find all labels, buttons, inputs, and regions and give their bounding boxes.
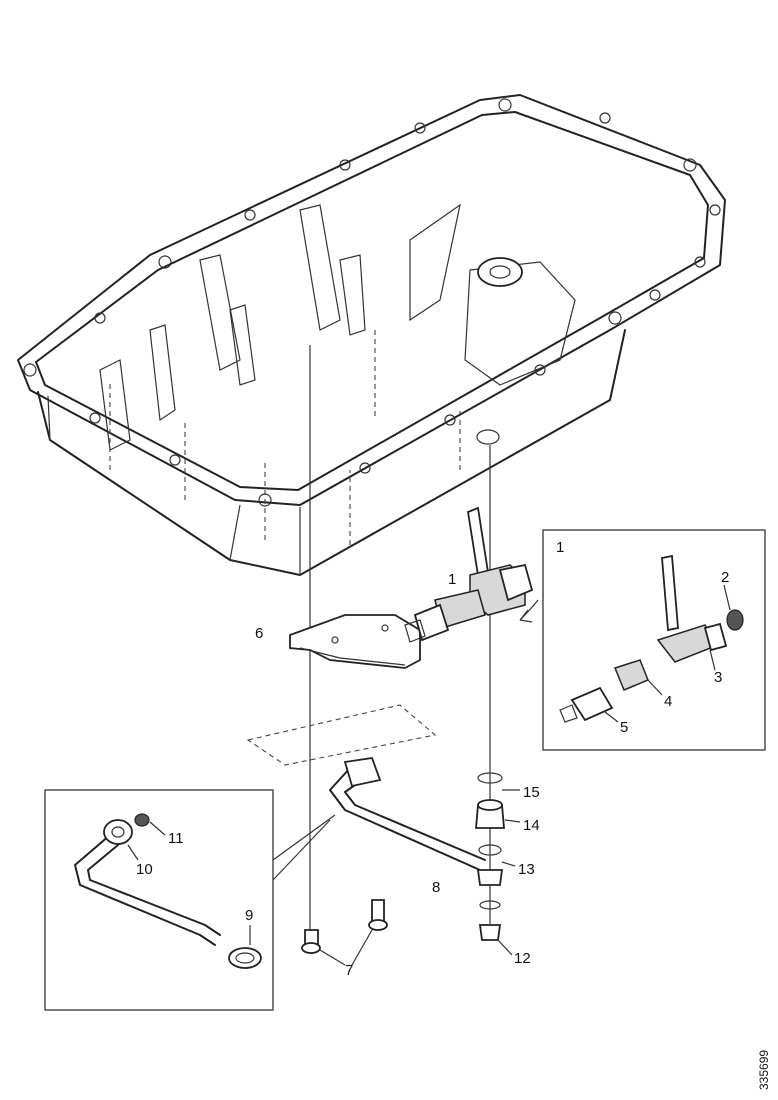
- oil-level-sensor-assembly: [404, 506, 534, 643]
- callout-1: 1: [448, 571, 456, 588]
- drain-plug-stack: [475, 772, 521, 956]
- callout-7: 7: [345, 962, 353, 979]
- cover-plate: [246, 704, 437, 766]
- bolts: [301, 899, 388, 966]
- callout-11: 11: [168, 830, 184, 847]
- callout-3: 3: [714, 669, 722, 686]
- callout-5: 5: [620, 719, 628, 736]
- callout-4: 4: [664, 693, 672, 710]
- callout-12: 12: [514, 950, 531, 967]
- callout-9: 9: [245, 907, 253, 924]
- detail-box-sensor: [519, 529, 766, 751]
- detail-box-pipe: [44, 789, 336, 1011]
- oil-pipe: [329, 757, 486, 871]
- callout-8: 8: [432, 879, 440, 896]
- callout-1-detail: 1: [556, 539, 564, 556]
- callout-10: 10: [136, 861, 153, 878]
- callout-14: 14: [523, 817, 540, 834]
- callout-labels: 1 1 2 3 4 5 6 7 8 9 10 11 12 13 14 15: [136, 539, 729, 979]
- oil-pan: [17, 94, 726, 576]
- drawing-reference-number: 335699: [757, 1050, 771, 1090]
- callout-2: 2: [721, 569, 729, 586]
- bracket: [289, 614, 421, 669]
- callout-15: 15: [523, 784, 540, 801]
- callout-13: 13: [518, 861, 535, 878]
- callout-6: 6: [255, 625, 263, 642]
